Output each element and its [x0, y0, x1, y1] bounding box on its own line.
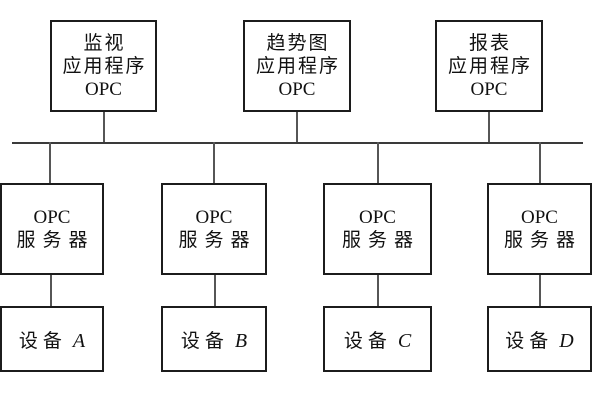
server-box-1: OPC 服务器	[0, 183, 104, 275]
app-box-monitor: 监视 应用程序 OPC	[50, 20, 157, 112]
server-box-3-line1: OPC	[359, 207, 396, 228]
device-d-label: 设备	[505, 330, 554, 352]
device-box-c: 设备 C	[323, 306, 432, 372]
server-box-4-line2: 服务器	[503, 230, 582, 251]
connector-server-3-to-device-c	[377, 275, 379, 306]
device-c-label: 设备	[343, 330, 392, 352]
device-b-letter: B	[234, 329, 248, 352]
server-box-1-line2: 服务器	[16, 230, 95, 251]
connector-bus-to-server-3	[377, 142, 379, 183]
app-box-trend-line1: 趋势图	[266, 32, 330, 54]
server-box-3-line2: 服务器	[341, 230, 420, 251]
connector-monitor-to-bus	[103, 112, 105, 142]
device-b-label: 设备	[180, 330, 229, 352]
app-box-report-line3: OPC	[470, 78, 508, 100]
server-box-2-line1: OPC	[195, 207, 233, 228]
server-box-2-line2: 服务器	[178, 230, 257, 251]
server-box-4-line1: OPC	[521, 207, 558, 228]
connector-bus-to-server-1	[49, 142, 51, 183]
device-box-a: 设备 A	[0, 306, 104, 372]
app-box-report: 报表 应用程序 OPC	[435, 20, 543, 112]
app-box-trend: 趋势图 应用程序 OPC	[243, 20, 351, 112]
server-box-2: OPC 服务器	[161, 183, 267, 275]
connector-report-to-bus	[488, 112, 490, 142]
device-a-letter: A	[72, 329, 86, 352]
connector-server-4-to-device-d	[539, 275, 541, 306]
device-box-b: 设备 B	[161, 306, 267, 372]
app-box-report-line2: 应用程序	[447, 55, 532, 77]
app-box-trend-line3: OPC	[278, 78, 316, 100]
device-box-d: 设备 D	[487, 306, 592, 372]
connector-bus-to-server-2	[213, 142, 215, 183]
app-box-report-line1: 报表	[468, 32, 511, 54]
app-box-trend-line2: 应用程序	[255, 55, 340, 77]
device-d-letter: D	[559, 329, 574, 352]
connector-server-1-to-device-a	[50, 275, 52, 306]
connector-server-2-to-device-b	[214, 275, 216, 306]
connector-bus-to-server-4	[539, 142, 541, 183]
device-a-label: 设备	[18, 330, 67, 352]
app-box-monitor-line3: OPC	[85, 78, 122, 100]
server-box-3: OPC 服务器	[323, 183, 432, 275]
app-box-monitor-line2: 应用程序	[62, 55, 147, 77]
server-box-1-line1: OPC	[33, 207, 71, 228]
device-c-letter: C	[397, 329, 412, 352]
bus-line	[12, 142, 583, 144]
server-box-4: OPC 服务器	[487, 183, 592, 275]
connector-trend-to-bus	[296, 112, 298, 142]
app-box-monitor-line1: 监视	[83, 32, 126, 54]
